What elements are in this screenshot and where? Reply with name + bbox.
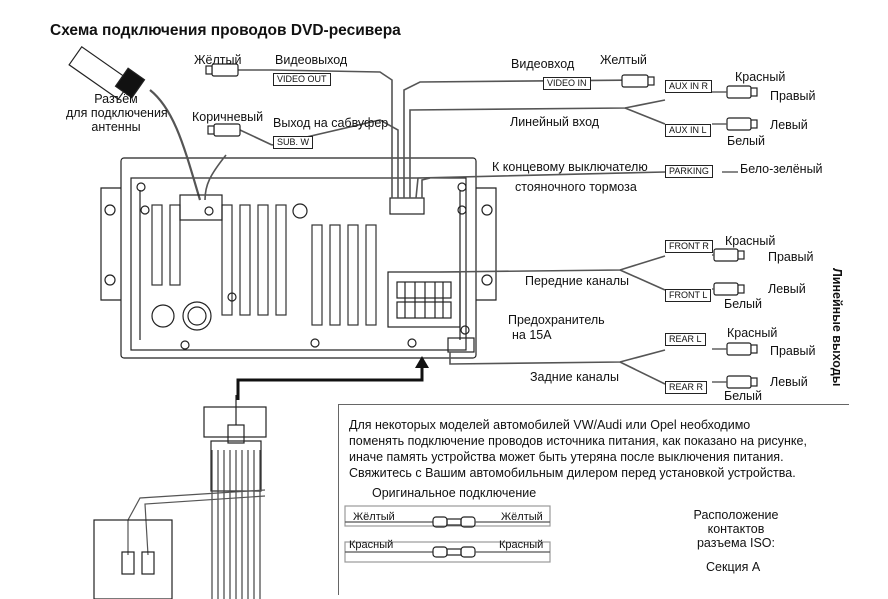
aux-l-side: Левый [770,118,808,132]
fuse-label-2: на 15A [512,328,552,342]
subwoofer-label: Выход на сабвуфер [273,116,389,130]
front-label: Передние каналы [525,274,629,288]
aux-in-r-tag: AUX IN R [665,80,713,93]
wire2-left-label: Красный [349,539,394,551]
rear-top-tag: REAR L [665,333,706,346]
heatsink-fins [151,204,377,326]
iso-pinout-line: Расположение [693,508,779,522]
front-r-side: Правый [768,250,814,264]
subwoofer-color: Коричневый [192,110,264,124]
subwoofer-tag: SUB. W [273,136,314,149]
parking-color: Бело-зелёный [740,162,823,176]
aux-r-side: Правый [770,89,816,103]
video-out-color: Жёлтый [194,53,242,67]
section-label: Секция А [706,560,761,574]
parking-label-2: стояночного тормоза [515,180,637,194]
iso-plug [93,395,267,599]
wire1-left-label: Жёлтый [353,511,395,523]
antenna-label-line: для подключения [66,106,168,120]
front-l-color: Белый [724,297,763,311]
iso-pinout-line: контактов [707,522,765,536]
note-panel [338,404,849,595]
note-line: Свяжитесь с Вашим автомобильным дилером … [349,466,796,480]
video-in-tag: VIDEO IN [543,77,591,90]
line-outputs-text: Линейные выходы [830,268,844,387]
screws [136,182,470,350]
parking-tag: PARKING [665,165,713,178]
video-out-label: Видеовыход [275,53,348,67]
aux-r-color: Красный [735,70,786,84]
wire-harness [204,69,666,385]
fuse-label-1: Предохранитель [508,313,605,327]
receiver-unit [100,157,497,359]
rear-label: Задние каналы [530,370,619,384]
rca-plugs [205,63,758,389]
note-line: поменять подключение проводов источника … [349,434,807,448]
iso-pinout-line: разъема ISO: [696,536,775,550]
antenna-label: Разъём для подключения антенны [66,92,168,134]
aux-in-l-tag: AUX IN L [665,124,711,137]
front-r-tag: FRONT R [665,240,713,253]
note-line: Для некоторых моделей автомобилей VW/Aud… [349,418,751,432]
rear-bottom-color: Белый [724,389,763,403]
video-out-tag: VIDEO OUT [273,73,331,86]
antenna-label-line: антенны [91,120,141,134]
iso-connector [387,271,475,353]
original-connection-wires [344,505,551,563]
front-r-color: Красный [725,234,776,248]
rear-bottom-side: Левый [770,375,808,389]
rear-top-color: Красный [727,326,778,340]
rear-bottom-tag: REAR R [665,381,708,394]
parking-label-1: К концевому выключателю [492,160,648,174]
aux-l-color: Белый [727,134,766,148]
front-l-tag: FRONT L [665,289,712,302]
original-connection-label: Оригинальное подключение [372,486,537,500]
iso-pinout-label: Расположение контактов разъема ISO: [688,508,784,550]
aux-label: Линейный вход [510,115,600,129]
rear-top-side: Правый [770,344,816,358]
antenna-label-line: Разъём [94,92,138,106]
note-line: иначе память устройства может быть утеря… [349,450,784,464]
diagram-title: Схема подключения проводов DVD-ресивера [50,22,401,39]
arrow-to-iso [236,366,424,400]
wire2-right-label: Красный [499,539,544,551]
antenna-plug [68,45,223,221]
video-in-label: Видеовход [511,57,575,71]
line-outputs-label: Линейные выходы [824,262,844,387]
front-l-side: Левый [768,282,806,296]
wire1-right-label: Жёлтый [501,511,543,523]
video-in-color: Желтый [600,53,647,67]
